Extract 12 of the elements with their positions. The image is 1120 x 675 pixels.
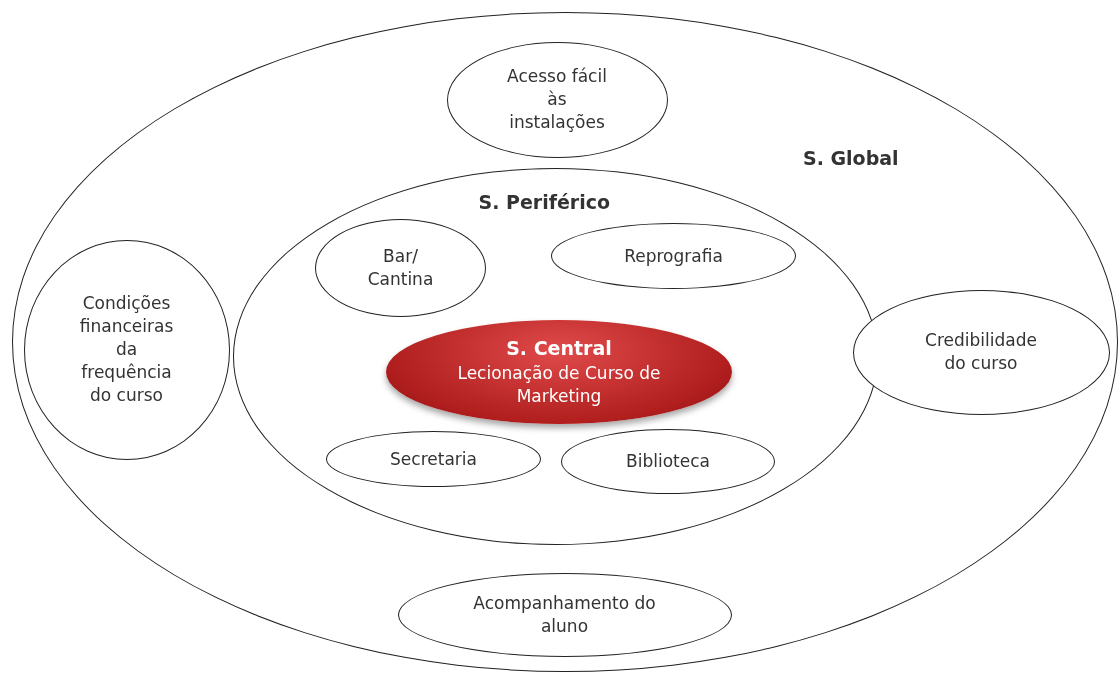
ellipse-label: Condições financeiras da frequência do curso — [78, 292, 175, 407]
ellipse-label: Secretaria — [389, 447, 478, 471]
ellipse-label: Lecionação de Curso de Marketing — [456, 361, 662, 408]
ellipse-label: Reprografia — [623, 244, 724, 268]
ellipse-label: Biblioteca — [625, 450, 711, 473]
ellipse-label: Bar/ Cantina — [366, 245, 435, 291]
group-heading: S. Global — [803, 147, 899, 169]
ellipse-label: Acompanhamento do aluno — [472, 591, 657, 638]
ellipse-label: Acesso fácil às instalações — [506, 65, 608, 134]
ellipse-heading: S. Central — [505, 336, 613, 362]
ellipse-label: Credibilidade do curso — [924, 329, 1038, 375]
group-heading: S. Periférico — [478, 190, 611, 213]
